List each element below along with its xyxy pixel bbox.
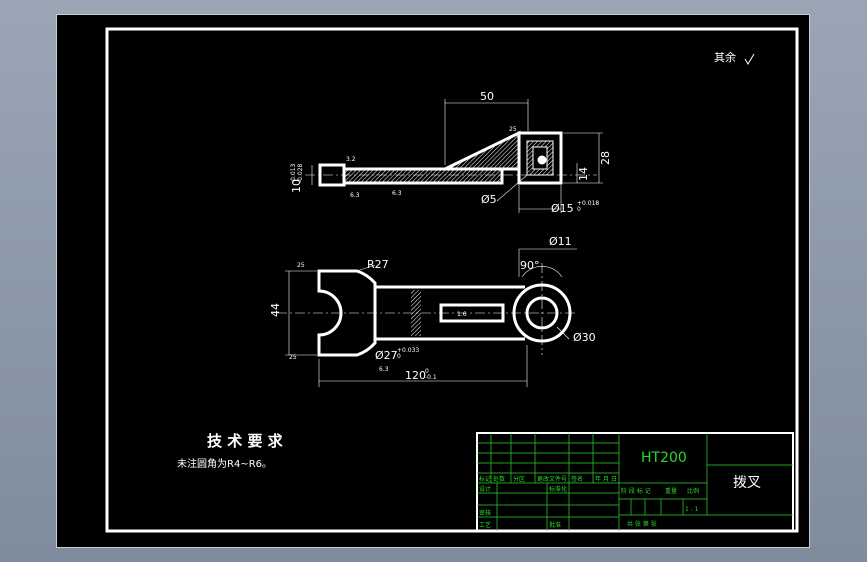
title-row-label-3: 更改文件号 <box>537 475 567 483</box>
title-stage: 阶 段 标 记 <box>621 487 651 495</box>
title-block: HT200 拨叉 标记 处数 分区 更改文件号 签名 年 月 日 设计 标准化 … <box>476 432 794 532</box>
dim-d11: Ø11 <box>549 235 572 248</box>
leader-d5 <box>496 174 528 202</box>
dim-d27-tol-low: 0 <box>397 353 401 360</box>
title-review: 审核 <box>479 509 491 517</box>
dim-d15-tol: +0.018 <box>577 200 599 207</box>
title-row-label-4: 签名 <box>571 475 583 483</box>
top-roughness-2: 6.3 <box>350 192 360 199</box>
dim-120: 120 <box>405 369 426 382</box>
title-part-name: 拨叉 <box>733 475 761 491</box>
front-view <box>277 248 577 387</box>
top-roughness-4: 25 <box>509 126 517 133</box>
front-view-labels: R27 Ø11 90° 44 Ø27 +0.033 0 Ø30 120 0 -0… <box>269 235 596 382</box>
title-weight: 重量 <box>665 487 677 495</box>
dim-10-tol-low: -0.028 <box>297 163 304 183</box>
front-hub-inner <box>525 296 559 330</box>
drawing-sheet: 其余 50 28 14 Ø5 Ø15 +0.018 <box>105 27 799 533</box>
dim-14: 14 <box>577 167 590 181</box>
title-row-label-5: 年 月 日 <box>595 475 617 483</box>
title-block-border <box>476 432 794 532</box>
top-shaft-section <box>342 167 504 185</box>
title-row-label-2: 分区 <box>513 475 525 483</box>
title-sheet-count: 共 张 第 张 <box>627 520 657 528</box>
drawing-viewport[interactable]: 其余 50 28 14 Ø5 Ø15 +0.018 <box>56 14 810 548</box>
front-hub-outer <box>512 283 572 343</box>
technical-requirements: 技 术 要 求 未注圆角为R4~R6。 <box>177 432 284 470</box>
front-section-hatch <box>411 290 421 336</box>
surface-finish-note: 其余 <box>714 50 755 65</box>
title-design: 设计 <box>479 485 491 493</box>
dim-120-tol: 0 <box>425 368 429 375</box>
title-process: 工艺 <box>479 521 491 529</box>
dim-28: 28 <box>599 151 612 165</box>
front-slot <box>439 303 505 323</box>
title-row-label-0: 标记 <box>479 475 491 483</box>
dim-arc-90 <box>521 265 563 278</box>
dim-d30: Ø30 <box>573 331 596 344</box>
front-roughness-4: 1.6 <box>457 311 467 318</box>
dim-44: 44 <box>269 303 282 317</box>
tech-req-line1: 未注圆角为R4~R6。 <box>177 457 272 470</box>
dim-10: 10 <box>290 179 303 193</box>
dim-d27: Ø27 <box>375 349 398 362</box>
top-view-labels: 50 28 14 Ø5 Ø15 +0.018 0 10 -0.013 -0.02… <box>290 90 612 215</box>
top-roughness-1: 3.2 <box>346 156 356 163</box>
top-rib <box>444 130 521 171</box>
title-material: HT200 <box>641 450 687 466</box>
front-fork <box>317 269 377 357</box>
title-scale: 1 : 1 <box>685 506 699 513</box>
dim-d27-tol: +0.033 <box>397 347 419 354</box>
title-row-label-1: 处数 <box>493 475 505 483</box>
title-approve: 批准 <box>549 521 561 529</box>
dim-d15-tol-low: 0 <box>577 206 581 213</box>
title-ratio: 比例 <box>687 487 699 495</box>
dim-90: 90° <box>520 259 540 272</box>
top-roughness-3: 6.3 <box>392 190 402 197</box>
title-block-grid <box>477 433 793 531</box>
roughness-symbol-icon <box>744 53 755 65</box>
title-standard: 标准化 <box>549 485 567 493</box>
sheet-border <box>105 27 799 533</box>
dim-120-tol-low: -0.1 <box>425 374 437 381</box>
leader-r27 <box>356 264 376 272</box>
front-roughness-2: 25 <box>289 354 297 361</box>
top-right-block <box>517 131 563 185</box>
tech-req-title: 技 术 要 求 <box>207 432 284 450</box>
front-roughness-3: 6.3 <box>379 366 389 373</box>
dim-d15: Ø15 <box>551 202 574 215</box>
surface-finish-label: 其余 <box>714 50 736 64</box>
top-pin-hole <box>537 155 547 165</box>
dim-d5: Ø5 <box>481 193 497 206</box>
dim-r27: R27 <box>367 258 389 271</box>
dim-10-tol: -0.013 <box>290 163 297 183</box>
top-view <box>305 99 603 213</box>
dim-50: 50 <box>480 90 494 103</box>
front-roughness-1: 25 <box>297 262 305 269</box>
leader-d30 <box>556 326 570 340</box>
